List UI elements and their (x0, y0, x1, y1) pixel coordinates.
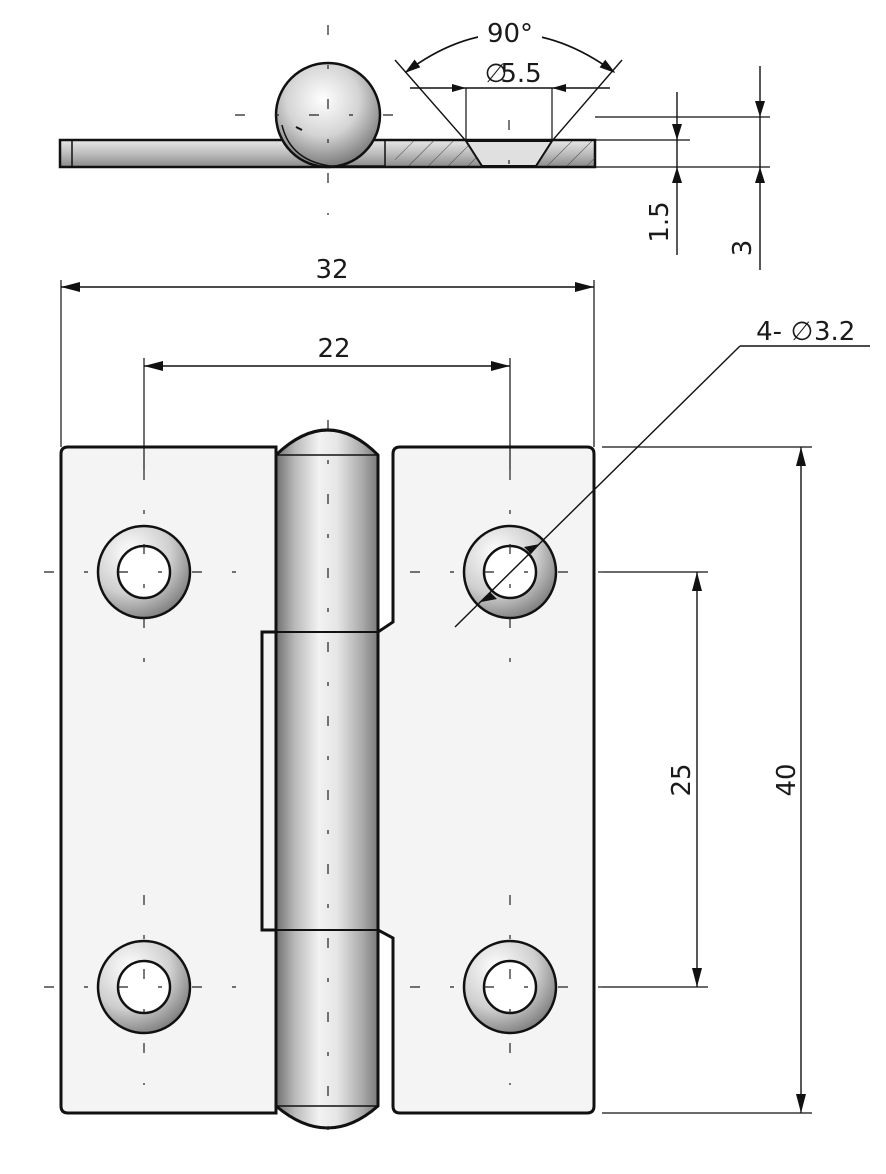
hole-top-left (96, 524, 192, 620)
side-knuckle (274, 61, 382, 169)
leaf-thickness-label: 1.5 (645, 201, 675, 242)
knuckle-height-label: 3 (728, 240, 758, 257)
hole-bottom-right (462, 939, 558, 1035)
left-leaf (59, 445, 278, 1115)
diameter-symbol-hole: ∅ (791, 317, 814, 347)
overall-height-label: 40 (772, 763, 802, 796)
countersink-diameter-label: 5.5 (500, 59, 541, 89)
hole-bottom-left (96, 939, 192, 1035)
side-section-view: 90° ∅ 5.5 1.5 3 (58, 12, 770, 270)
hole-spacing-vertical-label: 25 (667, 763, 697, 796)
overall-width-label: 32 (315, 255, 348, 285)
front-view: 32 22 4- ∅ 3.2 25 40 (44, 255, 870, 1150)
hinge-barrel (274, 428, 380, 1130)
hole-count-label: 4- (756, 317, 782, 347)
hole-diameter-label: 3.2 (814, 317, 855, 347)
diameter-symbol-countersink: ∅ (485, 59, 508, 89)
hole-spacing-horizontal-label: 22 (317, 334, 350, 364)
countersink-profile (464, 140, 554, 167)
angle-label: 90° (487, 19, 533, 49)
